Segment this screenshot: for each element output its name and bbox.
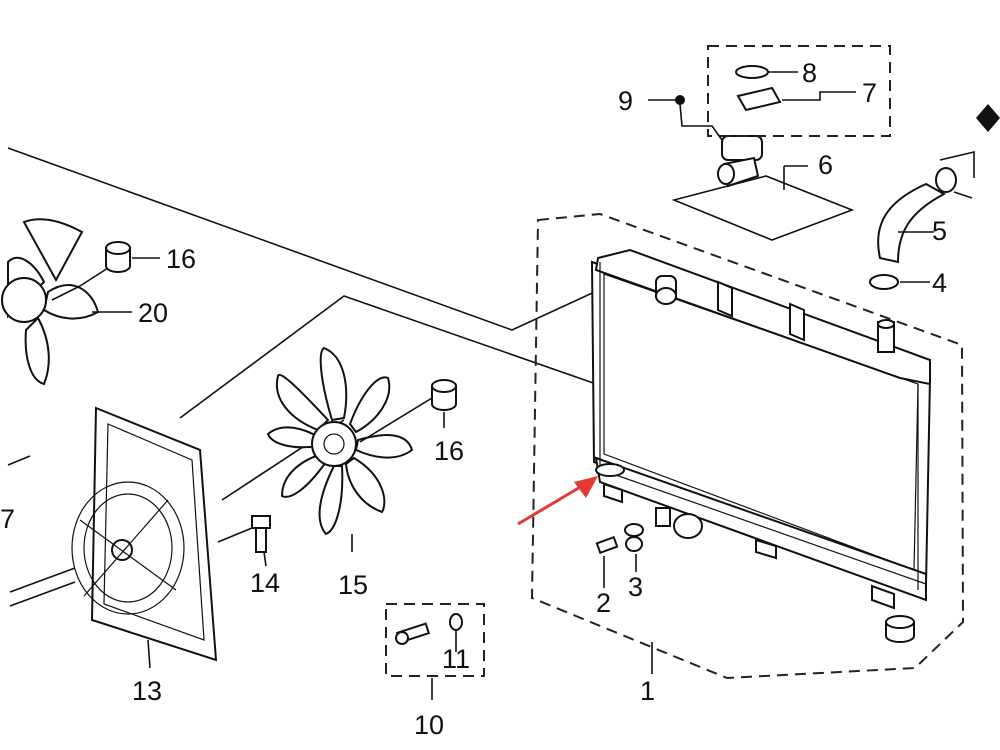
o-ring	[625, 536, 643, 572]
callout-10: 10	[414, 710, 444, 740]
thermostat-kit-outline	[707, 45, 891, 137]
fan-nut-lower	[359, 379, 457, 443]
diamond-marker-icon	[976, 104, 1000, 132]
fan-shroud	[71, 406, 218, 669]
water-outlet-housing	[717, 135, 808, 190]
callout-14: 14	[250, 568, 280, 598]
drain-kit-outline	[385, 603, 485, 677]
red-arrow-indicator	[517, 476, 598, 526]
upper-hose-clamp	[935, 167, 973, 199]
callout-7-edge: 7	[0, 504, 15, 534]
callout-5: 5	[932, 216, 947, 246]
lower-mount-cushion	[885, 615, 915, 643]
callout-16-upper: 16	[166, 244, 196, 274]
thermostat-outline	[671, 175, 855, 241]
callout-13: 13	[132, 676, 162, 706]
thermostat	[736, 86, 782, 112]
shroud-bolt	[217, 515, 271, 567]
callout-7: 7	[862, 78, 877, 108]
callout-4: 4	[932, 268, 947, 298]
callout-15: 15	[338, 570, 368, 600]
fan-nut-upper	[105, 241, 160, 273]
drain-cock-o-ring	[449, 613, 463, 652]
callout-6: 6	[818, 150, 833, 180]
callout-9: 9	[618, 86, 633, 116]
cooling-fan	[266, 346, 414, 552]
hose-clamp	[869, 274, 930, 290]
callout-3: 3	[628, 572, 643, 602]
callout-1: 1	[640, 676, 655, 706]
callout-16-lower: 16	[434, 436, 464, 466]
callout-20: 20	[138, 298, 168, 328]
mounting-bolt	[648, 95, 723, 141]
radiator-core	[590, 248, 932, 610]
callout-2: 2	[596, 588, 611, 618]
fan-blade-upper	[1, 218, 100, 386]
callout-11: 11	[442, 644, 470, 674]
thermostat-gasket	[735, 65, 769, 79]
radiator-assembly-outline	[530, 212, 965, 680]
upper-hose	[877, 182, 947, 264]
drain-cock	[395, 622, 431, 645]
washer	[624, 523, 644, 537]
callout-8: 8	[802, 58, 817, 88]
drain-plug	[595, 535, 619, 588]
